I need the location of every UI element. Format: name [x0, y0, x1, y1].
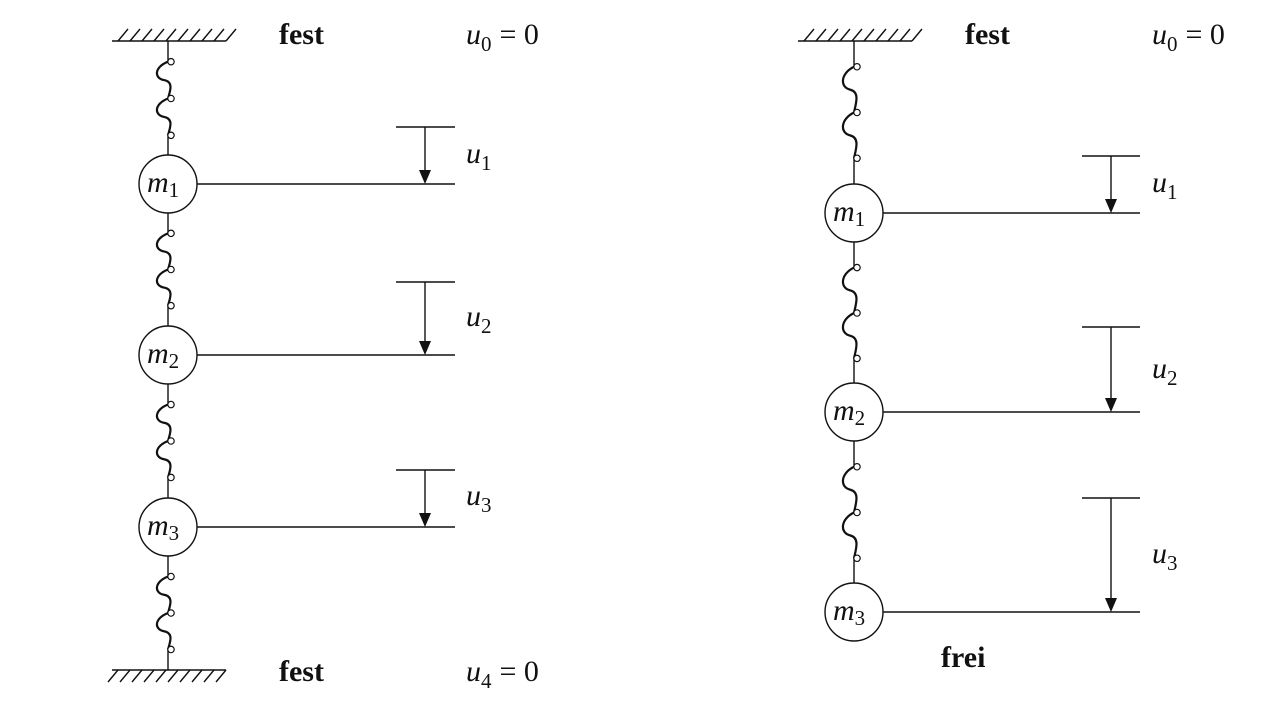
svg-text:m3: m3: [147, 509, 179, 545]
right-displacement-label-2: u2: [1152, 352, 1178, 390]
left-displacement-label-1: u1: [466, 137, 492, 175]
left-displacement-label-3: u3: [466, 479, 492, 517]
svg-text:m3: m3: [833, 594, 865, 630]
right-top-support-label: fest: [965, 18, 1010, 51]
left-spring-2: [155, 213, 175, 326]
right-displacement-label-1: u1: [1152, 166, 1178, 204]
left-displacement-arrow-3: [396, 469, 455, 527]
right-free-end-label: frei: [941, 641, 985, 674]
right-system: fest u0= 0 m1 u1 m2 u2: [798, 18, 1225, 674]
left-displacement-arrow-1: [396, 126, 455, 184]
right-mass-1: m1: [824, 183, 884, 243]
right-mass-2: m2: [824, 382, 884, 442]
svg-text:m1: m1: [147, 166, 179, 202]
left-bottom-support-label: fest: [279, 655, 324, 688]
left-top-ground-support: [112, 28, 237, 42]
left-spring-4: [155, 556, 175, 670]
left-mass-1: m1: [138, 154, 198, 214]
right-mass-3: m3: [824, 582, 884, 642]
right-displacement-label-3: u3: [1152, 537, 1178, 575]
left-displacement-label-2: u2: [466, 300, 492, 338]
right-top-ground-support: [798, 28, 923, 42]
right-spring-3: [841, 441, 861, 584]
svg-text:m2: m2: [147, 337, 179, 373]
right-spring-1: [841, 41, 861, 184]
left-mass-3: m3: [138, 497, 198, 557]
left-mass-2: m2: [138, 325, 198, 385]
right-top-boundary-condition: u0= 0: [1152, 18, 1225, 56]
left-system: fest u0= 0 m1 u1 m2 u2: [107, 18, 539, 693]
left-spring-1: [155, 41, 175, 156]
left-displacement-arrow-2: [396, 281, 455, 355]
right-displacement-arrow-3: [1082, 497, 1140, 612]
left-bottom-boundary-condition: u4= 0: [466, 655, 539, 693]
right-displacement-arrow-2: [1082, 326, 1140, 412]
svg-text:m2: m2: [833, 394, 865, 430]
left-top-boundary-condition: u0= 0: [466, 18, 539, 56]
left-top-support-label: fest: [279, 18, 324, 51]
left-bottom-ground-support: [107, 669, 227, 683]
left-spring-3: [155, 384, 175, 498]
svg-text:m1: m1: [833, 195, 865, 231]
right-spring-2: [841, 242, 861, 384]
right-displacement-arrow-1: [1082, 155, 1140, 213]
